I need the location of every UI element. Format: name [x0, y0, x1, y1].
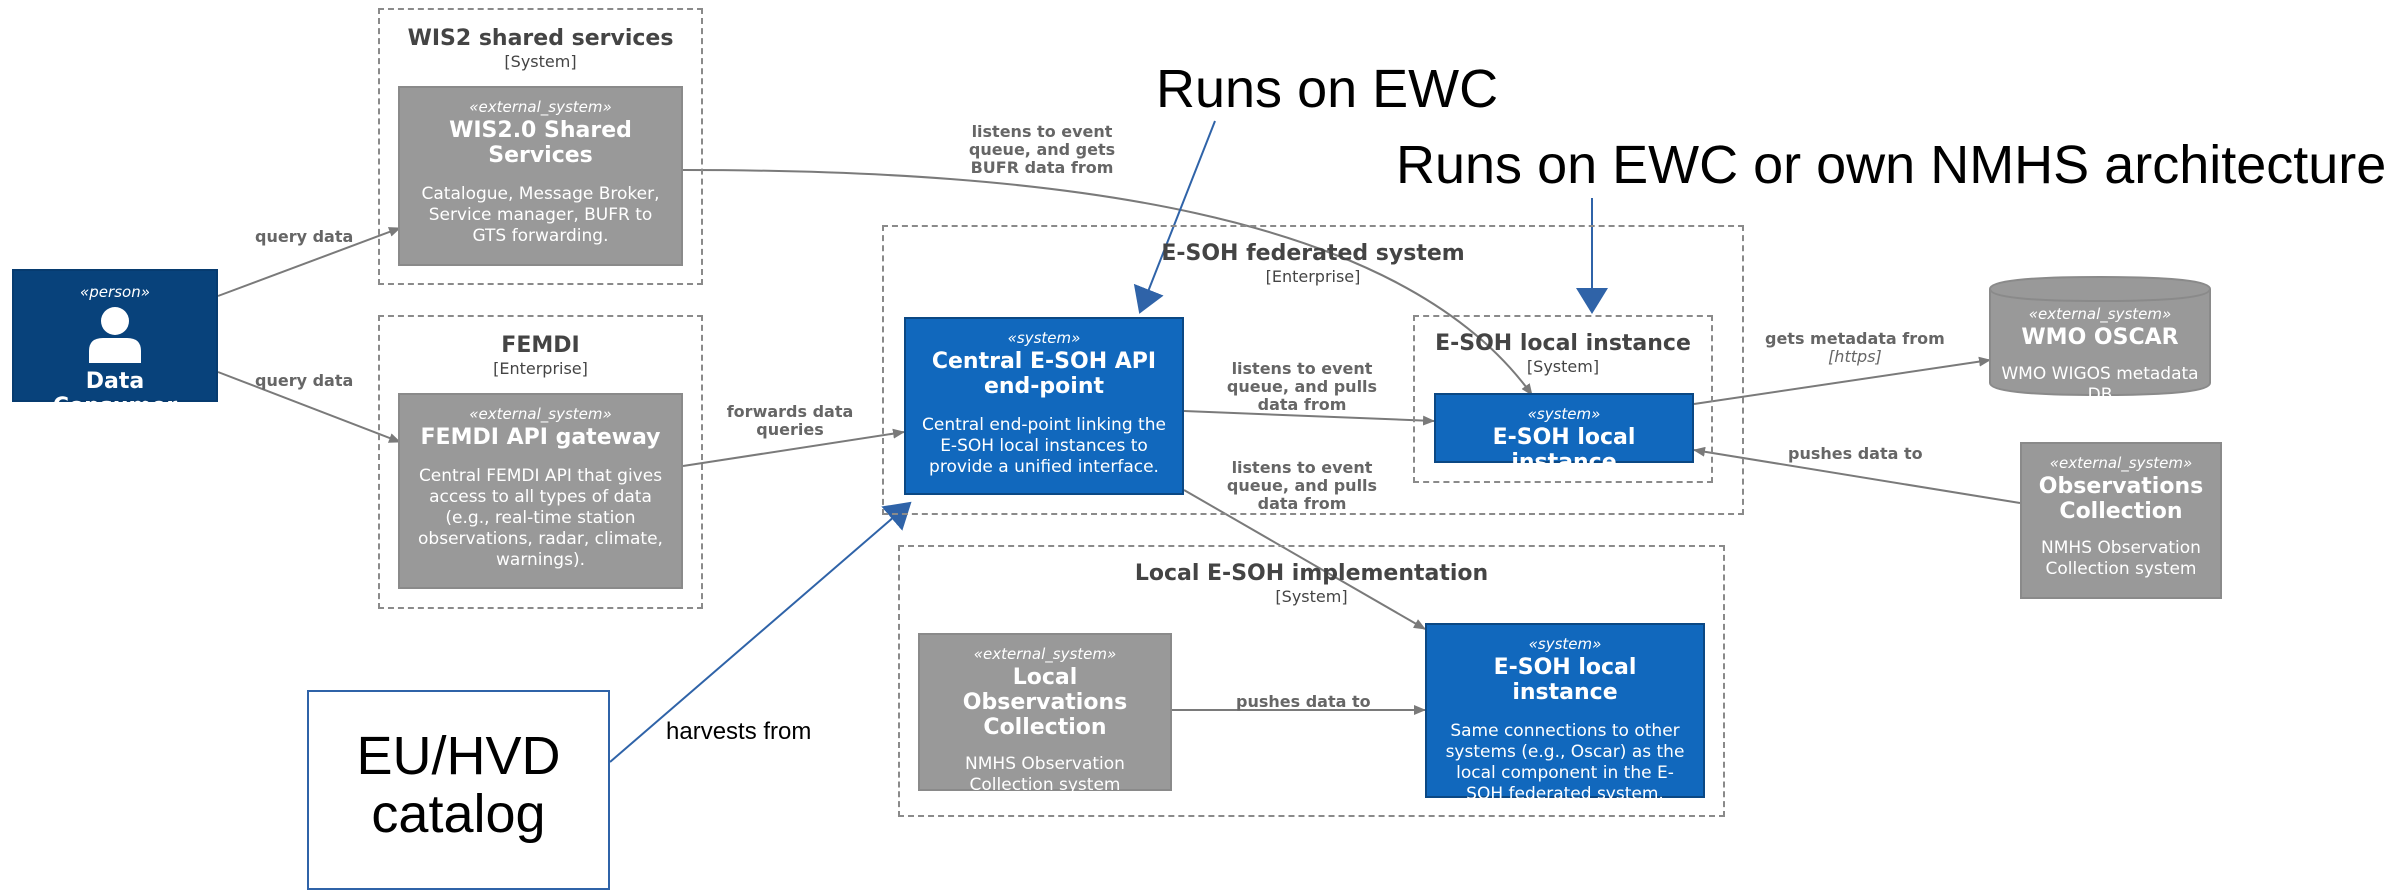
- annotation-runs-on-ewc-or-nmhs: Runs on EWC or own NMHS architecture: [1396, 135, 2387, 195]
- edge-label-forwards-queries: forwards data queries: [726, 402, 854, 439]
- node-title: E-SOH local instance: [1492, 425, 1636, 475]
- boundary-title: Local E-SOH implementation: [1134, 561, 1489, 586]
- node-description: Central end-point linking the E-SOH loca…: [922, 415, 1166, 477]
- eu-hvd-catalog-label: EU/HVD catalog: [356, 726, 561, 844]
- edge-label-text: gets metadata from: [1765, 329, 1945, 348]
- edge-obs-local: [1693, 446, 2021, 504]
- edge-label-listens-pulls: listens to event queue, and pulls data f…: [1226, 359, 1378, 414]
- wmo-oscar-database-shape: [1989, 275, 2211, 397]
- edge-femdi-central: [682, 428, 905, 467]
- boundary-title: WIS2 shared services: [407, 26, 674, 51]
- node-title: Central E-SOH API end-point: [931, 349, 1157, 399]
- node-description: NMHS Observation Collection system: [965, 754, 1125, 795]
- data-consumer-node[interactable]: «person» Data Consumer: [12, 269, 218, 419]
- edge-label-pushes-data: pushes data to: [1788, 444, 1923, 463]
- node-description: Same connections to other systems (e.g.,…: [1445, 721, 1685, 804]
- local-observations-collection-node[interactable]: «external_system» Local Observations Col…: [918, 633, 1172, 795]
- node-title: Local Observations Collection: [962, 665, 1128, 740]
- edge-query-wis2: [217, 227, 401, 297]
- edge-label-query-data: query data: [255, 371, 354, 390]
- edge-wis2-local: [682, 169, 1533, 396]
- node-title: Data Consumer: [52, 369, 178, 419]
- stereotype: «system»: [1528, 635, 1602, 653]
- node-title: E-SOH local instance: [1493, 655, 1637, 705]
- esoh-local-instance-impl-node[interactable]: «system» E-SOH local instance Same conne…: [1425, 623, 1705, 804]
- wis2-shared-services-node[interactable]: «external_system» WIS2.0 Shared Services…: [398, 86, 683, 266]
- stereotype: «external_system»: [469, 98, 612, 116]
- node-description: NMHS Observation Collection system: [2041, 538, 2201, 579]
- stereotype: «system»: [1527, 405, 1601, 423]
- boundary-type: [Enterprise]: [493, 359, 588, 378]
- edge-label-pushes-data: pushes data to: [1236, 692, 1371, 711]
- person-icon: [89, 307, 141, 363]
- node-title: WIS2.0 Shared Services: [449, 118, 632, 168]
- boundary-type: [System]: [1526, 357, 1600, 376]
- annotation-runs-on-ewc: Runs on EWC: [1156, 59, 1499, 119]
- wmo-oscar-node[interactable]: «external_system» WMO OSCAR WMO WIGOS me…: [1988, 301, 2212, 405]
- eu-hvd-catalog-box[interactable]: EU/HVD catalog: [307, 690, 610, 890]
- boundary-type: [System]: [1275, 587, 1348, 606]
- node-title: WMO OSCAR: [2021, 325, 2179, 350]
- boundary-type: [System]: [504, 52, 577, 71]
- observations-collection-node[interactable]: «external_system» Observations Collectio…: [2020, 442, 2222, 599]
- node-title: FEMDI API gateway: [420, 425, 661, 450]
- node-description: Central FEMDI API that gives access to a…: [418, 466, 663, 570]
- stereotype: «external_system»: [973, 645, 1117, 663]
- boundary-local-instance: E-SOH local instance [System]: [1413, 315, 1713, 483]
- edge-label-technology: [https]: [1828, 347, 1882, 366]
- boundary-femdi: FEMDI [Enterprise]: [378, 315, 703, 609]
- boundary-federated: E-SOH federated system [Enterprise]: [882, 225, 1744, 515]
- edge-query-femdi: [217, 371, 401, 443]
- boundary-title: FEMDI: [501, 333, 580, 358]
- node-description: WMO WIGOS metadata DB: [2001, 364, 2199, 405]
- boundary-type: [Enterprise]: [1265, 267, 1361, 286]
- node-description: Catalogue, Message Broker, Service manag…: [421, 184, 660, 246]
- edge-label-listens-bufr: listens to event queue, and gets BUFR da…: [968, 122, 1116, 177]
- esoh-local-instance-node[interactable]: «system» E-SOH local instance: [1434, 393, 1694, 475]
- boundary-title: E-SOH federated system: [1161, 241, 1465, 266]
- annotation-arrow-ewc: [1133, 120, 1216, 314]
- boundary-local-impl: Local E-SOH implementation [System]: [898, 545, 1725, 817]
- edge-label-harvests-from: harvests from: [666, 718, 812, 745]
- stereotype: «person»: [80, 283, 150, 301]
- stereotype: «system»: [1007, 329, 1081, 347]
- boundary-title: E-SOH local instance: [1435, 331, 1691, 356]
- boundary-wis2: WIS2 shared services [System]: [378, 8, 703, 285]
- stereotype: «external_system»: [469, 405, 612, 423]
- node-title: Observations Collection: [2038, 474, 2204, 524]
- edge-central-local: [1183, 410, 1435, 426]
- edge-label-gets-metadata: gets metadata from [https]: [1765, 330, 1945, 366]
- stereotype: «external_system»: [2049, 454, 2193, 472]
- edge-label-query-data: query data: [255, 227, 354, 246]
- edge-label-listens-pulls: listens to event queue, and pulls data f…: [1226, 458, 1378, 513]
- stereotype: «external_system»: [2028, 305, 2172, 323]
- central-esoh-api-node[interactable]: «system» Central E-SOH API end-point Cen…: [904, 317, 1184, 495]
- annotation-arrow-harvest: [609, 501, 912, 763]
- femdi-api-gateway-node[interactable]: «external_system» FEMDI API gateway Cent…: [398, 393, 683, 589]
